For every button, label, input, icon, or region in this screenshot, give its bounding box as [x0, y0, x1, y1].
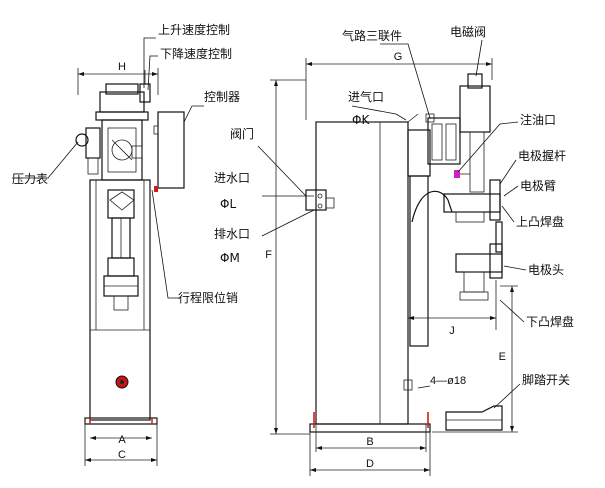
label-foot-switch: 脚踏开关: [522, 372, 570, 387]
label-phi-m: ΦM: [220, 251, 240, 265]
dim-d: D: [366, 458, 374, 470]
dim-g: G: [394, 51, 403, 63]
dim-j: J: [449, 325, 455, 337]
label-upper-platen: 上凸焊盘: [516, 214, 564, 229]
label-air-inlet: 进气口: [348, 89, 384, 104]
label-travel-limit-pin: 行程限位销: [178, 290, 238, 305]
dim-c: C: [118, 449, 126, 461]
label-oil-inlet: 注油口: [520, 112, 556, 127]
dim-f: F: [265, 249, 272, 261]
label-fall-speed: 下降速度控制: [160, 46, 232, 61]
label-water-out: 排水口: [214, 227, 250, 241]
label-phi-l: ΦL: [220, 197, 236, 211]
label-phi-k: ΦK: [352, 113, 370, 127]
label-pressure-gauge: 压力表: [12, 172, 48, 186]
dim-b: B: [366, 436, 373, 448]
label-water-in: 进水口: [214, 171, 250, 185]
dim-a-front: A: [118, 434, 126, 446]
label-air-triple: 气路三联件: [342, 28, 402, 43]
label-solenoid-valve: 电磁阀: [450, 24, 486, 39]
label-rise-speed: 上升速度控制: [158, 22, 230, 37]
dim-h: H: [118, 61, 126, 73]
label-electrode-head: 电极头: [528, 263, 564, 277]
label-electrode-arm: 电极臂: [520, 179, 556, 193]
label-holes: 4—ø18: [430, 375, 466, 387]
dim-e: E: [499, 351, 506, 363]
front-view: H: [12, 37, 204, 466]
label-valve: 阀门: [230, 126, 254, 141]
label-controller: 控制器: [204, 90, 240, 104]
label-electrode-holder: 电极握杆: [518, 148, 566, 163]
label-lower-platen: 下凸焊盘: [526, 314, 574, 329]
side-view: G F: [265, 51, 518, 476]
